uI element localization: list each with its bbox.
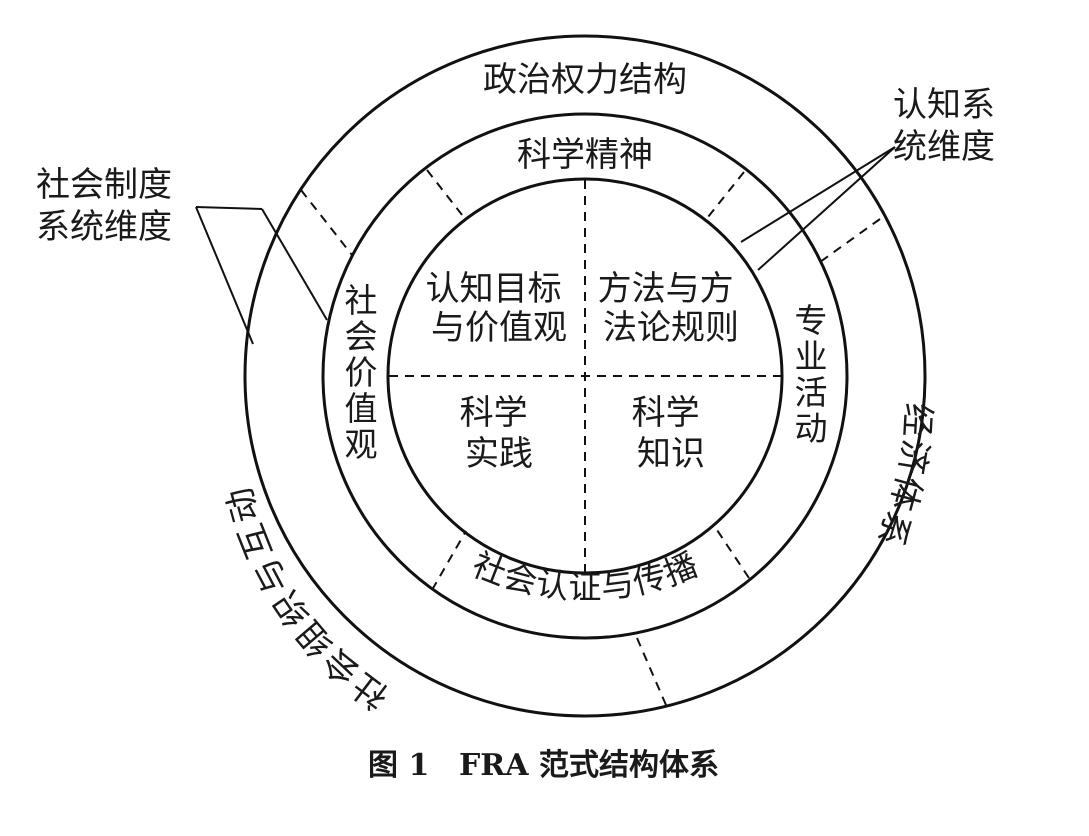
middle-divider-bottom-right bbox=[712, 523, 750, 579]
outer-right-label: 经济体系 bbox=[868, 402, 938, 554]
outer-ring bbox=[243, 34, 927, 718]
outer-divider-top-left bbox=[300, 189, 353, 256]
social-dimension-callout: 社会制度 系统维度 bbox=[36, 165, 183, 247]
middle-divider-top-right bbox=[703, 171, 745, 223]
middle-ring bbox=[321, 112, 849, 640]
outer-left-label: 社会组织与互动 bbox=[219, 480, 397, 717]
core-top-left-label: 认知目标 与价值观 bbox=[426, 269, 573, 348]
middle-right-label: 专业活动 bbox=[795, 301, 828, 448]
core-circle bbox=[386, 177, 784, 575]
cognitive-dimension-callout: 认知系 统维度 bbox=[893, 85, 1006, 167]
core-bottom-left-label: 科学 实践 bbox=[460, 393, 539, 474]
cognitive-leader-line-lower bbox=[757, 146, 896, 271]
outer-top-label: 政治权力结构 bbox=[483, 60, 687, 100]
social-leader-line-inner bbox=[261, 208, 328, 321]
outer-divider-top-right bbox=[819, 218, 881, 263]
core-top-right-label: 方法与方 法论规则 bbox=[598, 269, 745, 348]
middle-top-label: 科学精神 bbox=[517, 135, 653, 175]
figure-caption: 图 1 FRA 范式结构体系 bbox=[368, 748, 719, 783]
core-bottom-right-label: 科学 知识 bbox=[632, 393, 711, 474]
middle-divider-top-left bbox=[426, 169, 467, 221]
middle-divider-bottom-left bbox=[431, 530, 467, 591]
outer-divider-bottom bbox=[636, 637, 667, 706]
social-leader-line-outer bbox=[195, 206, 254, 345]
middle-left-label: 社会价值观 bbox=[345, 281, 378, 464]
cognitive-leader-line-upper bbox=[740, 146, 896, 243]
social-leader-line-upper bbox=[195, 206, 263, 210]
